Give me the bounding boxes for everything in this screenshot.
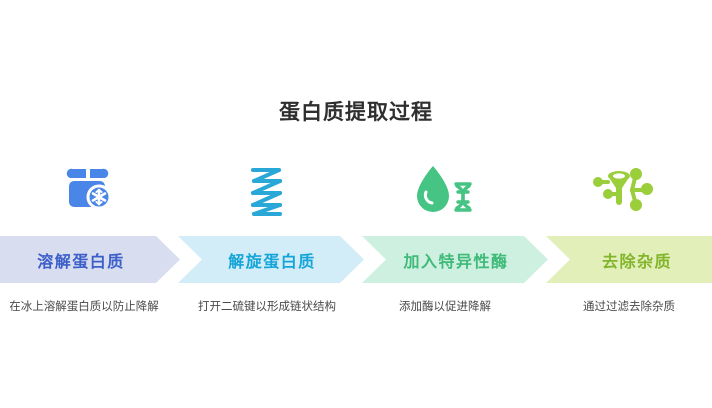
step-chevron-2[interactable]: 解旋蛋白质: [178, 236, 364, 283]
step-label-1: 溶解蛋白质: [37, 251, 125, 271]
step-label-4: 去除杂质: [601, 251, 672, 271]
step-icon-cell-2: [178, 155, 356, 227]
step-caption-1: 在冰上溶解蛋白质以防止降解: [9, 299, 159, 313]
step-chevron-1[interactable]: 溶解蛋白质: [0, 236, 180, 283]
step-caption-2: 打开二硫键以形成链状结构: [198, 299, 336, 313]
step-icon-row: [0, 155, 712, 227]
step-label-2: 解旋蛋白质: [228, 251, 316, 271]
step-caption-row: 在冰上溶解蛋白质以防止降解 打开二硫键以形成链状结构 添加酶以促进降解 通过过滤…: [0, 296, 712, 356]
step-caption-3: 添加酶以促进降解: [399, 299, 491, 313]
page-title: 蛋白质提取过程: [279, 99, 433, 124]
step-icon-cell-1: [0, 155, 178, 227]
step-icon-cell-3: [356, 155, 534, 227]
protein-coil-icon: [239, 160, 295, 222]
step-chevron-4[interactable]: 去除杂质: [546, 236, 712, 283]
step-icon-cell-4: [534, 155, 712, 227]
funnel-filter-molecule-icon: [590, 160, 656, 222]
step-label-3: 加入特异性酶: [403, 251, 509, 271]
step-chevron-3[interactable]: 加入特异性酶: [362, 236, 548, 283]
step-caption-4: 通过过滤去除杂质: [583, 299, 675, 313]
droplet-dna-icon: [411, 160, 479, 222]
cooler-box-snowflake-icon: [61, 161, 117, 221]
step-chevron-band: 溶解蛋白质 解旋蛋白质 加入特异性酶 去除杂质: [0, 236, 712, 283]
